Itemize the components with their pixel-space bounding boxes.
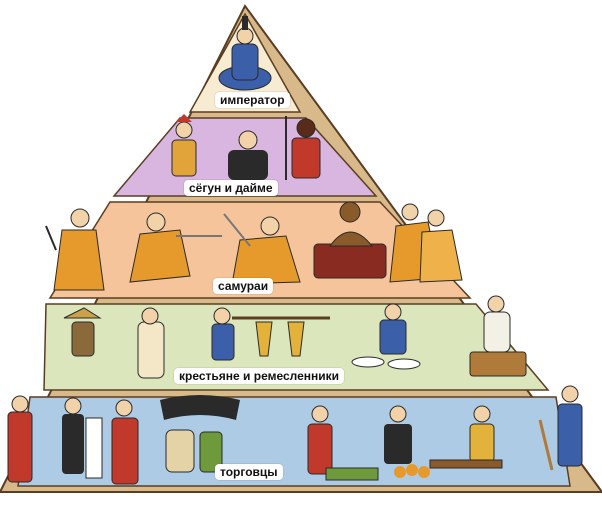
tier-label-shogun-daimyo: сёгун и дайме: [184, 180, 278, 196]
merchant-figures: [7, 385, 583, 485]
samurai-figures: [45, 201, 463, 291]
emperor-figure: [218, 16, 272, 91]
tier-label-merchants: торговцы: [215, 464, 283, 480]
peasant-figures: [63, 295, 527, 379]
tier-label-emperor: император: [215, 92, 290, 108]
tier-label-samurai: самураи: [213, 278, 274, 294]
tier-label-peasants-artisans: крестьяне и ремесленники: [174, 368, 345, 384]
shogun-figures: [171, 114, 321, 180]
